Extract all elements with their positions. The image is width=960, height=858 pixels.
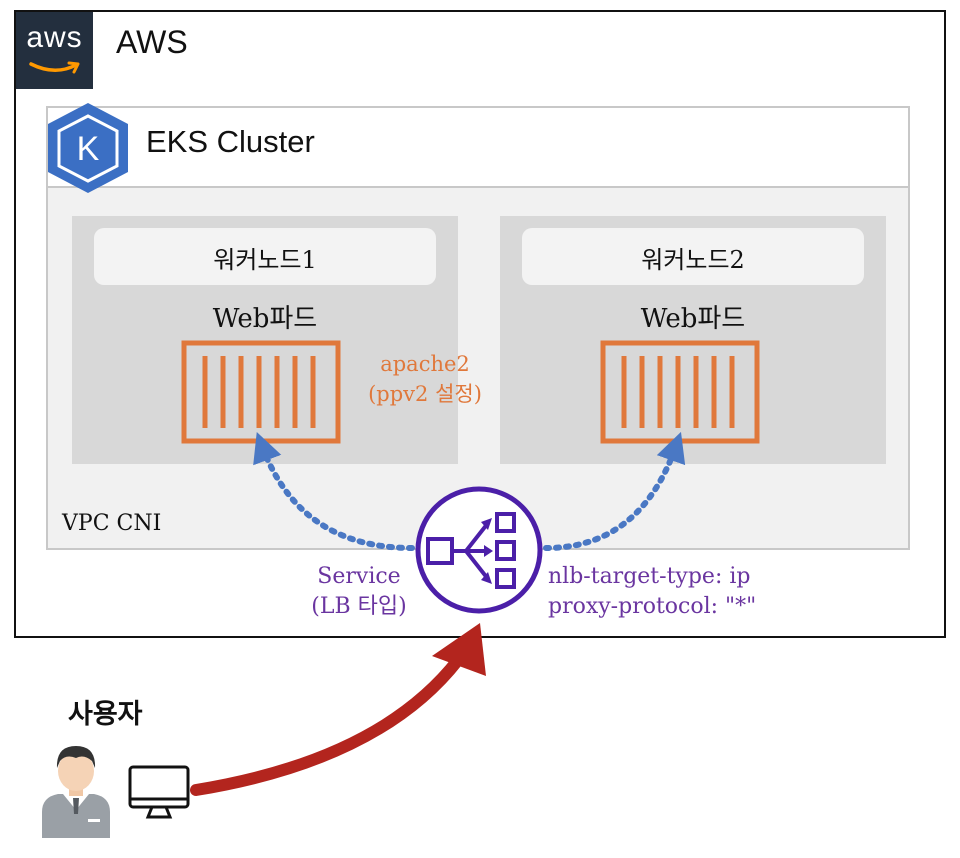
web-pod-1-label: Web파드 — [212, 304, 318, 334]
apache-label: apache2 (ppv2 설정) — [345, 349, 505, 409]
worker-node-2-label: 워커노드2 — [641, 246, 745, 274]
aws-smile-icon — [29, 61, 80, 74]
user-person-icon — [42, 746, 110, 838]
apache-label-line2: (ppv2 설정) — [368, 382, 482, 406]
user-label: 사용자 — [68, 699, 143, 730]
container-icon-2 — [600, 340, 760, 444]
apache-label-line1: apache2 — [380, 352, 470, 376]
eks-cluster-header — [48, 108, 908, 188]
annotation-proxy-protocol: proxy-protocol: "*" — [548, 594, 757, 619]
worker-node-1-label-box — [94, 228, 436, 285]
container-icon-1 — [181, 340, 341, 444]
user-request-arrow — [190, 623, 486, 796]
worker-node-1-label: 워커노드1 — [213, 246, 317, 274]
monitor-icon — [128, 765, 190, 819]
eks-cluster-title: EKS Cluster — [146, 124, 315, 159]
service-annotations-label: nlb-target-type: ip proxy-protocol: "*" — [548, 562, 756, 622]
service-label: Service (LB 타입) — [296, 562, 422, 622]
web-pod-2-label: Web파드 — [640, 304, 746, 334]
load-balancer-icon — [415, 486, 543, 614]
service-label-line2: (LB 타입) — [311, 594, 407, 619]
annotation-target-type: nlb-target-type: ip — [548, 564, 751, 589]
vpc-cni-label: VPC CNI — [62, 511, 162, 536]
service-label-line1: Service — [317, 564, 401, 589]
aws-logo: aws — [16, 12, 93, 89]
dotted-arrow-to-pod-1 — [253, 431, 415, 551]
worker-node-2-label-box — [522, 228, 864, 285]
aws-title: AWS — [116, 24, 188, 60]
kubernetes-icon-letter: K — [77, 130, 100, 168]
dotted-arrow-to-pod-2 — [543, 431, 686, 551]
aws-logo-text: aws — [26, 21, 83, 54]
kubernetes-icon: K — [48, 103, 128, 193]
